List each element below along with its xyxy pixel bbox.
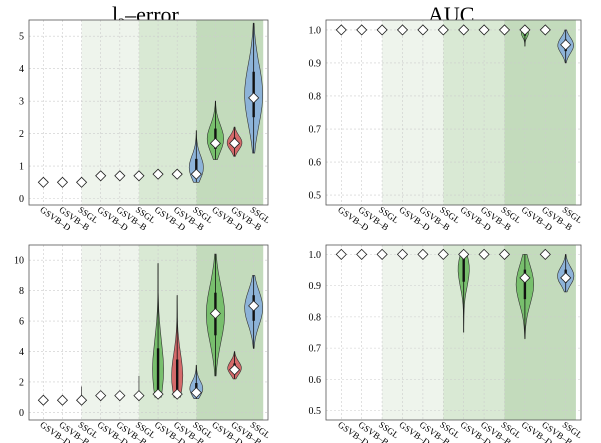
y-tick-label: 4: [19, 64, 24, 75]
median-marker: [56, 176, 69, 188]
left-title-letter: l: [112, 2, 119, 27]
median-marker: [417, 248, 429, 260]
median-marker: [560, 39, 572, 51]
y-tick-label: 1.0: [309, 25, 322, 36]
median-marker: [478, 248, 490, 260]
median-marker: [209, 137, 221, 149]
median-marker: [190, 387, 202, 399]
y-tick-label: 2: [19, 377, 24, 388]
median-marker: [114, 390, 126, 402]
y-tick-label: 8: [19, 286, 24, 297]
y-tick-label: 1: [19, 162, 24, 173]
median-marker: [76, 394, 88, 406]
median-marker: [133, 390, 145, 402]
y-tick-label: 10: [14, 256, 24, 267]
y-tick-label: 0.8: [309, 312, 322, 323]
y-tick-label: 0: [19, 194, 24, 205]
median-marker: [76, 176, 88, 188]
y-tick-label: 3: [19, 97, 24, 108]
median-marker: [248, 92, 260, 104]
median-marker: [335, 24, 347, 36]
median-marker: [376, 24, 388, 36]
y-tick-label: 0.6: [309, 375, 322, 386]
median-marker: [95, 390, 107, 402]
median-marker: [396, 24, 409, 36]
y-tick-label: 5: [19, 32, 24, 43]
median-marker: [356, 248, 368, 260]
median-marker: [437, 24, 449, 36]
median-marker: [171, 388, 183, 400]
median-marker: [228, 137, 241, 149]
group-band-1: [81, 245, 139, 420]
y-tick-label: 4: [19, 347, 24, 358]
median-marker: [37, 176, 49, 188]
y-tick-label: 0.8: [309, 91, 322, 102]
median-marker: [190, 168, 202, 180]
y-tick-label: 0.9: [309, 58, 322, 69]
median-marker: [152, 388, 164, 400]
median-marker: [56, 394, 69, 406]
median-marker: [458, 248, 470, 260]
median-marker: [209, 307, 221, 320]
median-marker: [498, 248, 511, 260]
median-marker: [248, 300, 260, 312]
median-marker: [519, 24, 531, 36]
median-marker: [114, 170, 126, 182]
y-tick-label: 0.6: [309, 158, 322, 169]
y-tick-label: 0: [19, 408, 24, 419]
median-marker: [152, 168, 164, 180]
panel-frame: [325, 244, 582, 421]
median-marker: [133, 170, 145, 182]
median-marker: [356, 24, 368, 36]
median-marker: [335, 248, 347, 260]
y-tick-label: 0.7: [309, 125, 322, 136]
group-band-2: [138, 20, 197, 205]
y-tick-label: 0.5: [309, 406, 322, 417]
median-marker: [437, 248, 449, 260]
y-tick-label: 0.9: [309, 281, 322, 292]
group-band-2: [443, 245, 505, 420]
y-tick-label: 6: [19, 317, 24, 328]
group-band-1: [382, 245, 444, 420]
panel-frame: [28, 19, 269, 206]
group-band-1: [81, 20, 139, 205]
median-marker: [498, 24, 511, 36]
y-tick-label: 1.0: [309, 250, 322, 261]
median-marker: [376, 248, 388, 260]
group-band-2: [138, 245, 197, 420]
median-marker: [37, 394, 49, 406]
median-marker: [539, 24, 551, 36]
median-marker: [519, 272, 531, 284]
median-marker: [417, 24, 429, 36]
median-marker: [539, 248, 551, 260]
median-marker: [458, 24, 470, 36]
median-marker: [478, 24, 490, 36]
group-band-1: [382, 20, 444, 205]
y-tick-label: 0.7: [309, 344, 322, 355]
y-tick-label: 2: [19, 129, 24, 140]
group-band-2: [443, 20, 505, 205]
panel-frame: [325, 19, 582, 206]
median-marker: [171, 168, 183, 180]
panel-frame: [28, 244, 269, 421]
y-tick-label: 0.5: [309, 191, 322, 202]
median-marker: [396, 248, 409, 260]
median-marker: [95, 170, 107, 182]
median-marker: [560, 272, 572, 284]
median-marker: [228, 364, 241, 376]
